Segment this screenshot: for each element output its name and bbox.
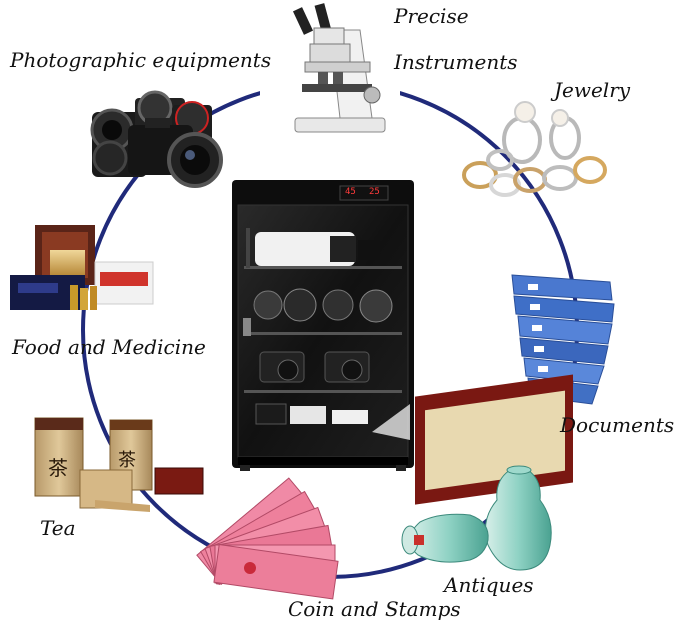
gift-boxes-icon	[10, 225, 154, 310]
vases-icon	[401, 374, 573, 571]
tea-tins-icon	[34, 417, 204, 512]
label-food-and-medicine: Food and Medicine	[12, 335, 206, 359]
microscope-icon	[260, 0, 400, 140]
banknotes-icon	[196, 477, 339, 600]
label-coin-and-stamps: Coin and Stamps	[288, 597, 461, 621]
tea-glyph: 茶	[48, 456, 68, 480]
label-precise: Precise	[394, 4, 469, 28]
label-instruments: Instruments	[394, 50, 518, 74]
label-antiques: Antiques	[444, 573, 534, 597]
cabinet-display-humidity: 45	[345, 187, 356, 197]
label-tea: Tea	[40, 516, 76, 540]
label-jewelry: Jewelry	[554, 78, 631, 102]
cameras-icon	[90, 90, 223, 188]
label-documents: Documents	[560, 413, 675, 437]
cabinet-display-temp: 25	[369, 187, 380, 197]
dry-cabinet-icon	[232, 180, 414, 471]
tea-glyph: 茶	[118, 450, 136, 471]
rings-icon	[462, 101, 607, 197]
label-photographic-equipments: Photographic equipments	[10, 48, 272, 72]
